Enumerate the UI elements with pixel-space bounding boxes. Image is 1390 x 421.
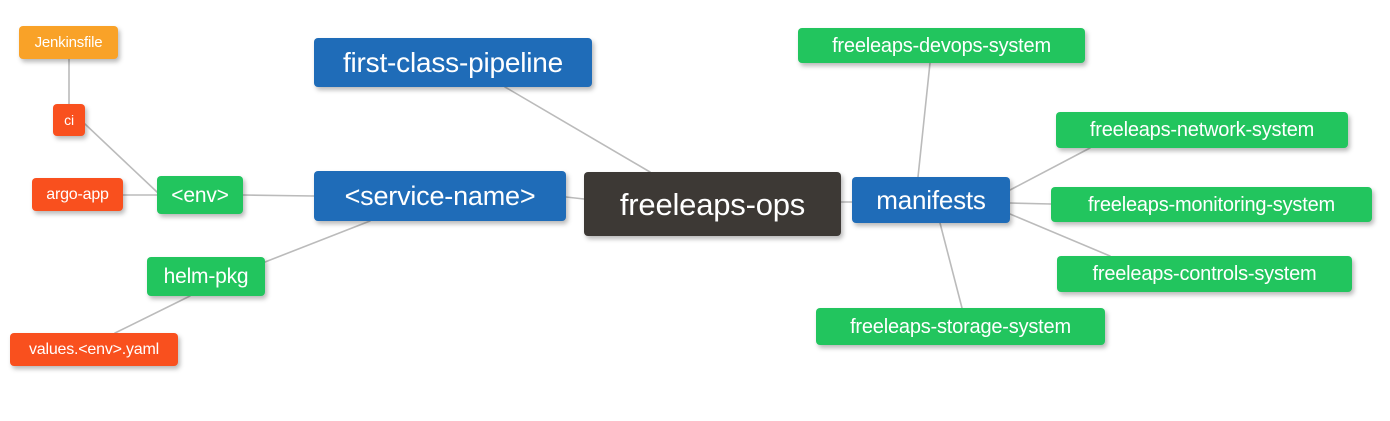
node-first-class-pipeline[interactable]: first-class-pipeline [314, 38, 592, 87]
node-freeleaps-network-system[interactable]: freeleaps-network-system [1056, 112, 1348, 148]
node-freeleaps-storage-system[interactable]: freeleaps-storage-system [816, 308, 1105, 345]
edge-manifests-to-freeleaps-devops-system [917, 62, 931, 178]
node-label-first-class-pipeline: first-class-pipeline [342, 46, 564, 78]
node-helm-pkg[interactable]: helm-pkg [147, 257, 265, 296]
edge-helm-pkg-to-service-name [264, 220, 371, 263]
node-jenkinsfile[interactable]: Jenkinsfile [19, 26, 118, 59]
node-label-manifests: manifests [876, 185, 986, 215]
node-freeleaps-devops-system[interactable]: freeleaps-devops-system [798, 28, 1085, 63]
node-label-ci: ci [64, 112, 74, 128]
node-service-name[interactable]: <service-name> [314, 171, 566, 221]
node-label-argo-app: argo-app [46, 185, 109, 203]
node-env[interactable]: <env> [157, 176, 243, 214]
node-ci[interactable]: ci [53, 104, 85, 136]
node-freeleaps-controls-system[interactable]: freeleaps-controls-system [1057, 256, 1352, 292]
edge-values-yaml-to-helm-pkg [114, 295, 191, 334]
node-values-yaml[interactable]: values.<env>.yaml [10, 333, 178, 366]
node-manifests[interactable]: manifests [852, 177, 1010, 223]
edge-first-class-pipeline-to-freeleaps-ops [504, 86, 651, 173]
node-label-freeleaps-ops: freeleaps-ops [619, 186, 806, 222]
edge-env-to-service-name [242, 194, 315, 197]
node-label-env: <env> [171, 183, 229, 207]
node-label-freeleaps-monitoring-system: freeleaps-monitoring-system [1088, 193, 1335, 216]
edge-service-name-to-freeleaps-ops [565, 196, 585, 200]
node-label-jenkinsfile: Jenkinsfile [34, 34, 103, 51]
node-freeleaps-ops[interactable]: freeleaps-ops [584, 172, 841, 236]
node-label-values-yaml: values.<env>.yaml [28, 340, 159, 358]
node-label-freeleaps-devops-system: freeleaps-devops-system [832, 34, 1051, 57]
edge-manifests-to-freeleaps-storage-system [939, 222, 963, 309]
node-argo-app[interactable]: argo-app [32, 178, 123, 211]
node-label-freeleaps-network-system: freeleaps-network-system [1089, 119, 1315, 141]
node-label-service-name: <service-name> [344, 180, 536, 211]
edge-manifests-to-freeleaps-monitoring-system [1009, 202, 1052, 205]
node-label-freeleaps-storage-system: freeleaps-storage-system [850, 315, 1071, 338]
edge-manifests-to-freeleaps-network-system [1009, 147, 1091, 191]
node-label-freeleaps-controls-system: freeleaps-controls-system [1092, 263, 1317, 285]
node-freeleaps-monitoring-system[interactable]: freeleaps-monitoring-system [1051, 187, 1372, 222]
node-label-helm-pkg: helm-pkg [163, 265, 249, 288]
